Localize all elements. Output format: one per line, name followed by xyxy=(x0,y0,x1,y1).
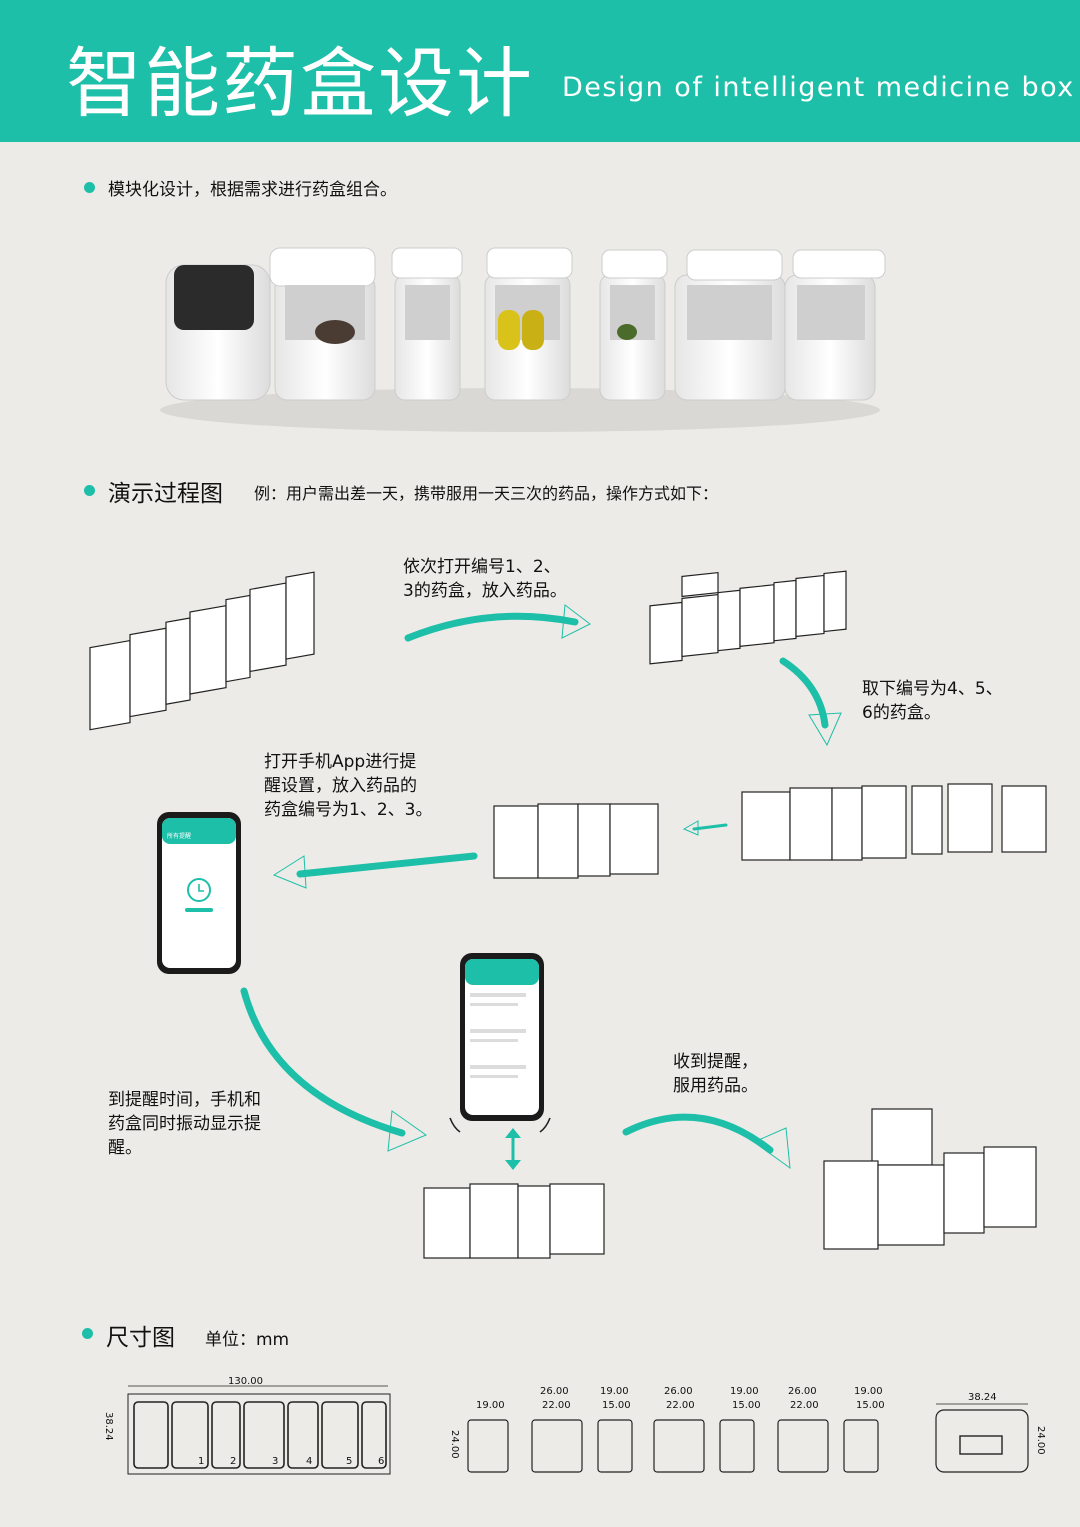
svg-text:2: 2 xyxy=(230,1456,236,1467)
page-subtitle: Design of intelligent medicine box xyxy=(562,72,1075,103)
dimension-module-views: 24.00 19.00 26.00 22.00 19.00 15.00 26.0… xyxy=(449,1386,885,1473)
boxset-opened-drawing xyxy=(823,1108,1037,1250)
svg-text:4: 4 xyxy=(306,1456,312,1467)
svg-text:26.00: 26.00 xyxy=(788,1386,817,1397)
svg-text:19.00: 19.00 xyxy=(476,1400,505,1411)
size-unit: 单位：mm xyxy=(205,1330,290,1350)
demo-title: 演示过程图 xyxy=(108,481,223,507)
svg-text:130.00: 130.00 xyxy=(228,1376,263,1387)
svg-text:22.00: 22.00 xyxy=(542,1400,571,1411)
svg-text:22.00: 22.00 xyxy=(790,1400,819,1411)
bullet-modular xyxy=(84,182,95,193)
phone-reminder xyxy=(460,953,544,1121)
svg-text:1: 1 xyxy=(198,1456,204,1467)
svg-text:15.00: 15.00 xyxy=(856,1400,885,1411)
header-banner: 智能药盒设计 Design of intelligent medicine bo… xyxy=(0,0,1080,142)
arrow-step1 xyxy=(404,604,591,642)
phone-app-setup: 所有提醒 xyxy=(157,812,241,974)
boxset-closed-drawing xyxy=(89,571,315,731)
vibration-indicator xyxy=(449,1117,551,1170)
bullet-size xyxy=(82,1328,93,1339)
step1-caption: 依次打开编号1、2、 3的药盒，放入药品。 xyxy=(403,557,567,601)
svg-text:19.00: 19.00 xyxy=(854,1386,883,1397)
dimension-top-view: 130.00 38.24 1 2 3 4 5 6 xyxy=(103,1376,391,1475)
boxset-separated-drawing xyxy=(741,783,1047,861)
bullet-demo xyxy=(84,485,95,496)
svg-text:38.24: 38.24 xyxy=(103,1412,114,1441)
svg-text:19.00: 19.00 xyxy=(600,1386,629,1397)
svg-text:38.24: 38.24 xyxy=(968,1392,997,1403)
svg-text:15.00: 15.00 xyxy=(602,1400,631,1411)
boxset-three-drawing xyxy=(493,803,659,879)
dimension-end-view: 38.24 24.00 xyxy=(935,1392,1046,1473)
demo-example: 例：用户需出差一天，携带服用一天三次的药品，操作方式如下： xyxy=(254,484,719,503)
phone-screen-title: 所有提醒 xyxy=(167,832,191,840)
arrow-step3 xyxy=(272,852,478,889)
product-render xyxy=(160,247,886,432)
boxset-vibrating-drawing xyxy=(423,1183,605,1259)
step5-caption: 收到提醒， 服用药品。 xyxy=(673,1052,758,1096)
svg-text:19.00: 19.00 xyxy=(730,1386,759,1397)
step2-caption: 取下编号为4、5、 6的药盒。 xyxy=(862,679,1003,723)
arrow-step4 xyxy=(240,987,428,1152)
step4-caption: 到提醒时间，手机和 药盒同时振动显示提 醒。 xyxy=(108,1090,261,1158)
arrow-small-left xyxy=(682,820,728,836)
svg-text:6: 6 xyxy=(378,1456,384,1467)
svg-text:24.00: 24.00 xyxy=(449,1430,460,1459)
boxset-open-drawing xyxy=(649,570,847,665)
modular-text: 模块化设计，根据需求进行药盒组合。 xyxy=(108,180,397,200)
svg-text:3: 3 xyxy=(272,1456,278,1467)
arrow-step5 xyxy=(622,1113,791,1170)
svg-text:24.00: 24.00 xyxy=(1035,1426,1046,1455)
arrow-step2 xyxy=(779,657,842,747)
svg-text:15.00: 15.00 xyxy=(732,1400,761,1411)
size-title: 尺寸图 xyxy=(106,1325,175,1351)
svg-text:5: 5 xyxy=(346,1456,352,1467)
svg-text:26.00: 26.00 xyxy=(664,1386,693,1397)
svg-text:26.00: 26.00 xyxy=(540,1386,569,1397)
svg-text:22.00: 22.00 xyxy=(666,1400,695,1411)
step3-caption: 打开手机App进行提 醒设置，放入药品的 药盒编号为1、2、3。 xyxy=(264,752,433,820)
page-title: 智能药盒设计 xyxy=(66,39,534,128)
